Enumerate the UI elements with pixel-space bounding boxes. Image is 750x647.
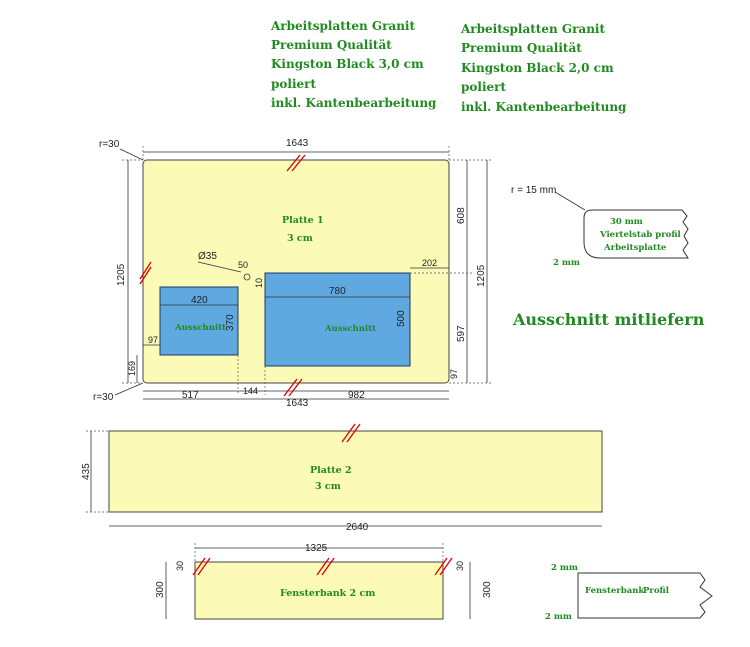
profile-radius: r = 15 mm (511, 185, 556, 196)
seam-mark (341, 423, 356, 443)
plate-1-right-bottom: 597 (456, 325, 467, 342)
worktop-profile-shape (583, 209, 689, 259)
header-right-line-2: Premium Qualität (461, 41, 582, 55)
dim-169: 169 (127, 361, 137, 376)
seam-mark (288, 378, 303, 397)
window-sill-name: Fensterbank 2 cm (280, 588, 375, 599)
plate-2-thickness: 3 cm (315, 481, 341, 492)
hole-diameter: Ø35 (198, 251, 217, 262)
hole-leader (197, 261, 242, 273)
seam-mark (316, 557, 330, 576)
window-sill-height-right: 300 (482, 581, 493, 598)
header-left: Arbeitsplatten Granit Premium Qualität K… (270, 19, 437, 110)
profile-line-3: Arbeitsplatte (603, 243, 667, 253)
seam-mark (139, 266, 152, 285)
plate-2-height: 435 (81, 463, 92, 480)
header-right: Arbeitsplatten Granit Premium Qualität K… (460, 22, 627, 114)
cutout-a (159, 286, 239, 356)
cutout-b (264, 272, 411, 367)
hole-offset: 50 (238, 260, 248, 270)
window-sill-small-right: 30 (455, 561, 465, 571)
plate-2-width: 2640 (346, 522, 369, 533)
seam-mark (434, 557, 448, 576)
seam-mark (439, 557, 453, 576)
cutout-b-width: 780 (329, 286, 346, 297)
sill-profile-shape (577, 572, 713, 619)
seam-mark (192, 557, 206, 576)
window-sill-width: 1325 (305, 543, 328, 554)
header-left-line-3: Kingston Black 3,0 cm (271, 57, 424, 71)
sill-profile-top: 2 mm (551, 563, 578, 573)
seam-mark (291, 154, 306, 172)
plate-1-name: Platte 1 (282, 215, 324, 226)
plate-1-width-bottom: 1643 (286, 398, 309, 409)
plate-2-name: Platte 2 (310, 465, 352, 476)
header-left-line-2: Premium Qualität (271, 38, 392, 52)
header-left-line-4: poliert (271, 77, 316, 91)
profile-line-1: 30 mm (610, 217, 643, 227)
seg-144: 144 (243, 386, 258, 396)
plate-1-height-left: 1205 (116, 263, 127, 286)
cutout-b-label: Ausschnitt (324, 324, 376, 334)
cutout-a-label: Ausschnitt (174, 323, 226, 333)
seam-mark (139, 261, 152, 280)
window-sill (194, 561, 444, 620)
window-sill-small-left: 30 (175, 561, 185, 571)
plate-1-right-top: 608 (456, 207, 467, 224)
seam-mark (286, 154, 301, 172)
header-left-line-5: inkl. Kantenbearbeitung (271, 96, 437, 110)
profile-foot: 2 mm (553, 258, 580, 268)
radius-bottom-leader (114, 382, 144, 396)
seam-mark (346, 423, 361, 443)
header-right-line-3: Kingston Black 2,0 cm (461, 61, 614, 75)
profile-radius-leader (554, 191, 586, 211)
sill-profile-label-1: Fensterbank (585, 586, 645, 596)
note-cutout-supply: Ausschnitt mitliefern (512, 310, 705, 329)
radius-bottom: r=30 (93, 392, 114, 403)
dim-97-right: 97 (449, 369, 459, 379)
window-sill-height-left: 300 (155, 581, 166, 598)
sill-profile-label-2: Profil (643, 586, 670, 596)
dim-97-left: 97 (148, 335, 158, 345)
seg-517: 517 (182, 390, 199, 401)
plate-1-width: 1643 (286, 138, 309, 149)
plate-2 (108, 430, 603, 513)
radius-top-leader (119, 148, 144, 161)
cutout-a-height: 370 (225, 314, 236, 331)
sill-profile-bottom: 2 mm (545, 612, 572, 622)
plate-1-thickness: 3 cm (287, 233, 313, 244)
cutout-b-height: 500 (396, 310, 407, 327)
hole-small-dim: 10 (254, 278, 264, 288)
header-right-line-1: Arbeitsplatten Granit (460, 22, 605, 36)
seg-982: 982 (348, 390, 365, 401)
seam-mark (283, 378, 298, 397)
profile-line-2: Viertelstab profil (599, 230, 682, 240)
header-right-line-5: inkl. Kantenbearbeitung (461, 100, 627, 114)
cutout-a-width: 420 (191, 295, 208, 306)
tap-hole-icon (243, 273, 251, 281)
header-left-line-1: Arbeitsplatten Granit (270, 19, 415, 33)
seam-mark (197, 557, 211, 576)
seam-mark (321, 557, 335, 576)
header-right-line-4: poliert (461, 80, 506, 94)
plate-1-height-right: 1205 (476, 264, 487, 287)
dim-202: 202 (422, 258, 437, 268)
radius-top: r=30 (99, 139, 120, 150)
